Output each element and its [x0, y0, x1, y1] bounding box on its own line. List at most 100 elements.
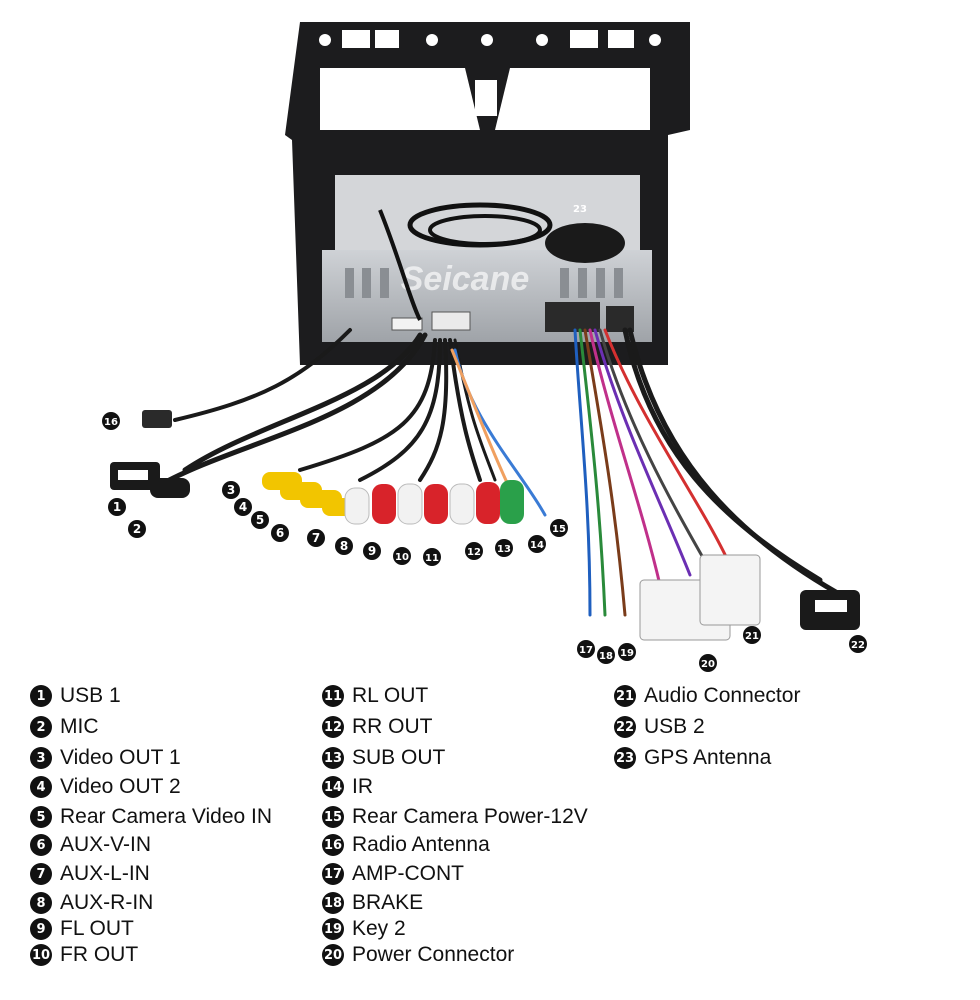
legend-number-badge: 11	[322, 685, 344, 707]
legend-number-badge: 6	[30, 834, 52, 856]
callout-number-4: 4	[239, 500, 247, 514]
callout-6: 6	[271, 524, 289, 542]
callout-9: 9	[363, 542, 381, 560]
legend-label: RL OUT	[352, 684, 429, 707]
callout-number-13: 13	[497, 544, 511, 555]
callout-3: 3	[222, 481, 240, 499]
legend-item: 7 AUX-L-IN	[30, 861, 150, 887]
callout-23: 23	[573, 204, 587, 215]
rca-plugs	[262, 472, 524, 525]
mic-plug	[150, 478, 190, 498]
legend-label: Rear Camera Video IN	[60, 805, 273, 828]
legend-item: 14 IR	[322, 774, 373, 800]
legend-number-badge: 9	[30, 918, 52, 940]
callout-number-2: 2	[133, 522, 141, 536]
legend-item: 18 BRAKE	[322, 890, 423, 916]
callout-20: 20	[699, 654, 717, 672]
callout-10: 10	[393, 547, 411, 565]
legend-number-badge: 18	[322, 892, 344, 914]
legend-label: AUX-L-IN	[60, 862, 150, 885]
legend-label: FL OUT	[60, 917, 134, 940]
legend-number-badge: 19	[322, 918, 344, 940]
legend-number-badge: 10	[30, 944, 52, 966]
seicane-watermark: Seicane	[401, 260, 530, 298]
callout-number-18: 18	[599, 651, 613, 662]
callout-4: 4	[234, 498, 252, 516]
legend-number-badge: 23	[614, 747, 636, 769]
callout-number-19: 19	[620, 648, 634, 659]
callout-number-22: 22	[851, 640, 865, 651]
legend-number-badge: 5	[30, 806, 52, 828]
callout-11: 11	[423, 548, 441, 566]
usb-port-1	[118, 470, 148, 480]
callout-14: 14	[528, 535, 546, 553]
legend-number-badge: 8	[30, 892, 52, 914]
legend-label: Radio Antenna	[352, 833, 490, 856]
legend-label: USB 2	[644, 715, 705, 738]
callout-number-1: 1	[113, 500, 121, 514]
callout-12: 12	[465, 542, 483, 560]
legend-label: AMP-CONT	[352, 862, 464, 885]
callout-number-7: 7	[312, 531, 320, 545]
legend-number-badge: 12	[322, 716, 344, 738]
legend-item: 2 MIC	[30, 714, 99, 740]
callout-number-15: 15	[552, 524, 566, 535]
callout-number-11: 11	[425, 553, 439, 564]
callout-number-23: 23	[573, 204, 587, 215]
callout-2: 2	[128, 520, 146, 538]
antenna-plug	[142, 410, 172, 428]
legend-label: MIC	[60, 715, 99, 738]
legend-number-badge: 13	[322, 747, 344, 769]
legend-number-badge: 7	[30, 863, 52, 885]
legend-number-badge: 2	[30, 716, 52, 738]
wiring-photo: Seicane	[102, 22, 867, 672]
legend-item: 11 RL OUT	[322, 683, 428, 709]
legend-number-badge: 16	[322, 834, 344, 856]
legend-item: 10 FR OUT	[30, 942, 138, 968]
callout-number-10: 10	[395, 552, 409, 563]
legend-label: USB 1	[60, 684, 121, 707]
callout-number-20: 20	[701, 659, 715, 670]
legend-label: Video OUT 2	[60, 775, 181, 798]
legend-label: FR OUT	[60, 943, 139, 966]
callout-18: 18	[597, 646, 615, 664]
callout-7: 7	[307, 529, 325, 547]
legend-number-badge: 17	[322, 863, 344, 885]
callout-8: 8	[335, 537, 353, 555]
legend-number-badge: 21	[614, 685, 636, 707]
legend-label: BRAKE	[352, 891, 424, 914]
legend-item: 16 Radio Antenna	[322, 832, 490, 858]
usb-port-2	[815, 600, 847, 612]
legend-number-badge: 3	[30, 747, 52, 769]
callout-15: 15	[550, 519, 568, 537]
callout-number-3: 3	[227, 483, 235, 497]
callout-16: 16	[102, 412, 120, 430]
legend-item: 8 AUX-R-IN	[30, 890, 153, 916]
legend-label: IR	[352, 775, 373, 798]
legend-label: AUX-R-IN	[60, 891, 154, 914]
callout-number-12: 12	[467, 547, 481, 558]
callout-17: 17	[577, 640, 595, 658]
legend-item: 23 GPS Antenna	[614, 745, 771, 771]
callout-13: 13	[495, 539, 513, 557]
legend-number-badge: 15	[322, 806, 344, 828]
legend-item: 17 AMP-CONT	[322, 861, 464, 887]
harness-wires	[573, 327, 853, 617]
cable-bundle	[157, 328, 547, 517]
legend-label: SUB OUT	[352, 746, 446, 769]
legend-item: 5 Rear Camera Video IN	[30, 804, 272, 830]
legend-number-badge: 14	[322, 776, 344, 798]
callout-number-21: 21	[745, 631, 759, 642]
legend-label: GPS Antenna	[644, 746, 772, 769]
callout-number-5: 5	[256, 513, 264, 527]
callout-1: 1	[108, 498, 126, 516]
